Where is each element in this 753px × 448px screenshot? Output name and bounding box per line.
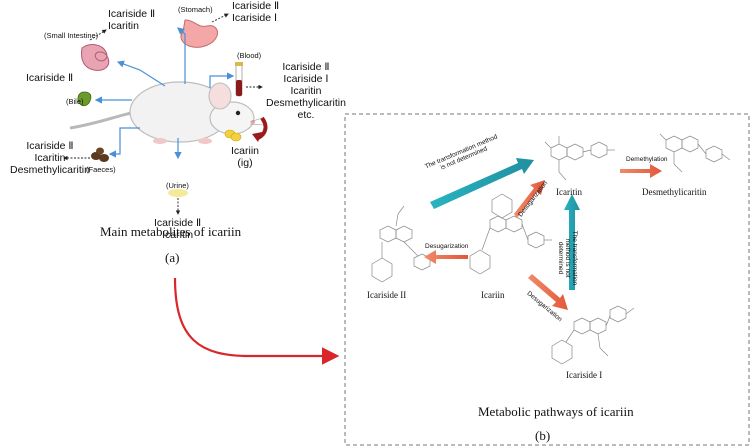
metabolite-label: Icariside Ⅱ: [282, 61, 330, 73]
left-panel-label: (a): [165, 250, 180, 265]
metabolite-arrows: [63, 13, 263, 215]
blood-tube-icon: [235, 62, 243, 97]
left-caption: Main metabolites of icariin: [100, 224, 242, 239]
urine-icon: [168, 189, 188, 197]
stomach-icon: [180, 19, 218, 48]
small-intestine-label: (Small Intestine): [44, 31, 99, 40]
stomach-metabolites: Icariside Ⅱ Icariside Ⅰ: [232, 0, 279, 24]
right-panel-label: (b): [535, 428, 551, 443]
organ-connectors: [94, 27, 235, 160]
stomach-label: (Stomach): [178, 5, 213, 14]
icaritin-structure: [544, 136, 615, 181]
undetermined-arrow-diagonal: [430, 158, 534, 209]
demethylation-label: Demethylation: [626, 156, 668, 163]
icariside-i-structure: [551, 305, 635, 365]
metabolite-label: Icariside Ⅱ: [232, 0, 280, 12]
metabolite-label: Desmethylicaritin: [10, 164, 90, 177]
undetermined-arrow-vertical: [564, 194, 580, 290]
metabolite-label: Icariside Ⅰ: [283, 73, 329, 86]
blood-metabolites: Icariside Ⅱ Icariside Ⅰ Icaritin Desmeth…: [266, 61, 346, 121]
pathway-box: [344, 113, 750, 446]
desugarization-arrow-down: [528, 274, 568, 310]
metabolite-label: Icariside Ⅱ: [108, 8, 156, 20]
small-intestine-icon: [81, 44, 110, 71]
panel-connector-arrow: [173, 277, 340, 365]
faeces-icon: [91, 147, 109, 162]
small-intestine-metabolites: Icariside Ⅱ Icaritin: [108, 8, 155, 32]
desugarization-label-left: Desugarization: [425, 243, 469, 250]
metabolite-label: Icariside Ⅰ: [232, 12, 278, 25]
demethylation-arrow: [620, 164, 662, 178]
metabolite-label: Icaritin: [290, 85, 322, 98]
faeces-metabolites: Icariside Ⅱ Icaritin Desmethylicaritin: [10, 140, 90, 176]
pill-icon: [224, 129, 242, 142]
mouse-illustration: [69, 81, 264, 144]
icariside-i-label: Icariside I: [566, 370, 603, 380]
metabolite-label: Icariside Ⅱ: [26, 140, 74, 152]
metabolite-label: Icariside Ⅱ: [26, 72, 74, 84]
icariin-dose-label: Icariin (ig): [231, 145, 259, 169]
desugarization-arrow-left: [424, 250, 468, 264]
urine-label: (Urine): [166, 181, 189, 190]
metabolite-label: Icaritin: [34, 152, 66, 165]
icariin-label: Icariin: [481, 290, 505, 300]
arrow-label-text: The transformation method is not determi…: [556, 230, 578, 286]
icariside-ii-label: Icariside II: [367, 290, 407, 300]
metabolite-label: Desmethylicaritin: [266, 97, 346, 110]
metabolite-label: Icaritin: [108, 20, 139, 33]
urine-metabolites: Icariside Ⅱ Icaritin: [154, 217, 201, 241]
desmethylicaritin-label: Desmethylicaritin: [642, 187, 707, 197]
icariside-ii-structure: [371, 205, 431, 283]
right-caption: Metabolic pathways of icariin: [478, 404, 634, 419]
desmethylicaritin-structure: [659, 133, 731, 173]
metabolite-label: etc.: [297, 109, 315, 122]
metabolite-label: Icariside Ⅱ: [154, 217, 202, 229]
faeces-label: (Faeces): [86, 165, 116, 174]
desugarization-arrow-up: [514, 180, 545, 218]
dose-compound: Icariin: [231, 145, 260, 157]
blood-label: (Blood): [237, 51, 262, 60]
icaritin-label: Icaritin: [556, 187, 582, 197]
bile-icon: [77, 91, 92, 107]
dose-route: (ig): [237, 157, 253, 170]
metabolite-label: Icaritin: [162, 229, 194, 242]
bile-metabolites: Icariside Ⅱ: [26, 72, 73, 84]
molecule-structures: [371, 133, 731, 365]
bile-label: (Bile): [66, 97, 84, 106]
undetermined-label-vertical: The transformation method is not determi…: [557, 228, 578, 288]
icariin-structure: [469, 193, 552, 275]
